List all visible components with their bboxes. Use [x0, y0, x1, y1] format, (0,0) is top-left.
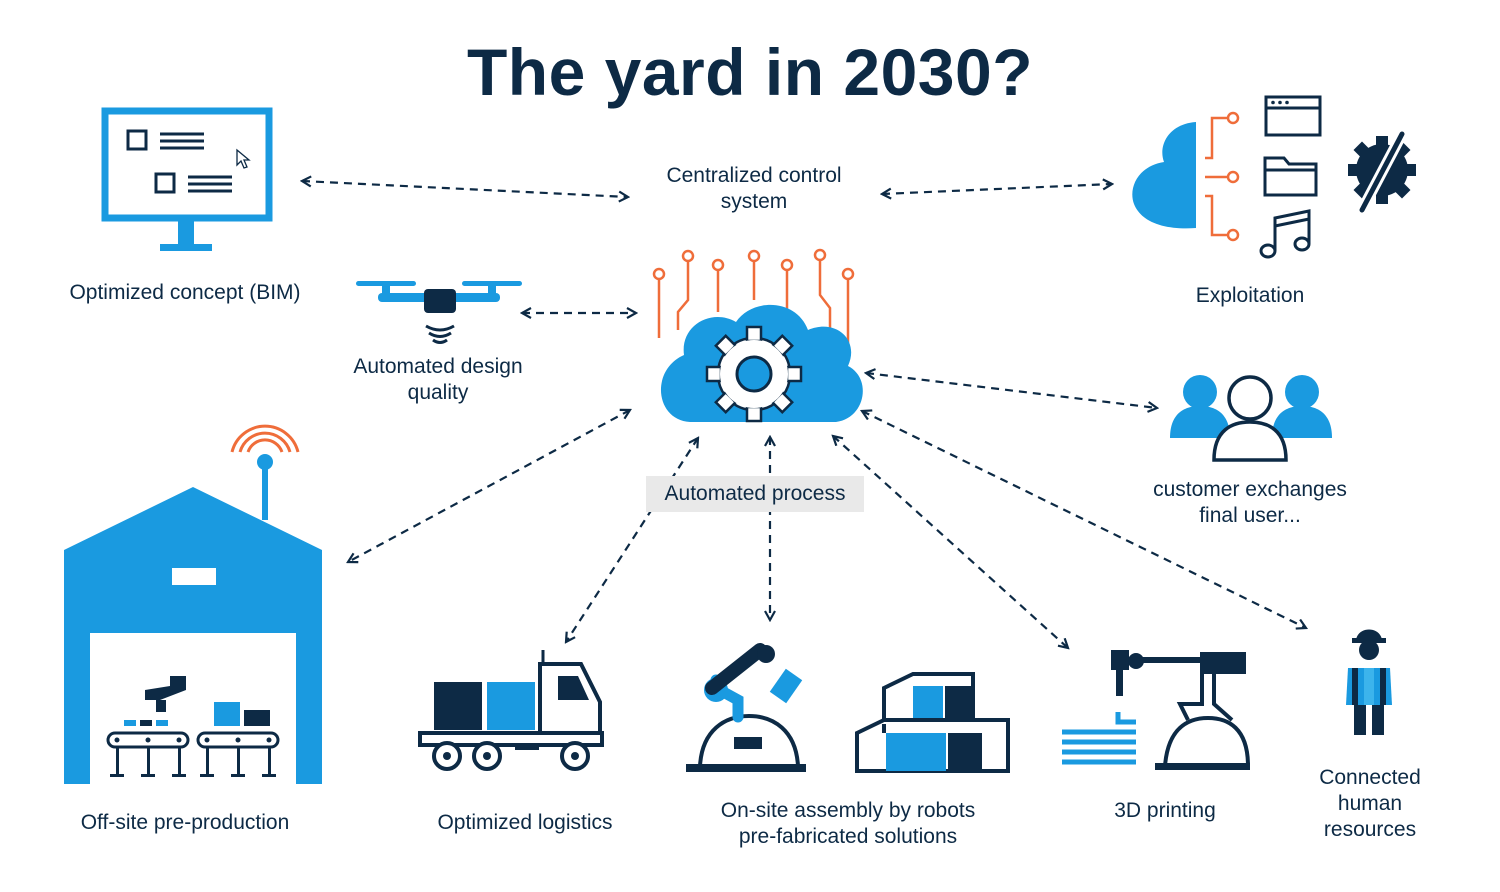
center-label: Automated process [646, 476, 864, 512]
bim-label: Optimized concept (BIM) [69, 281, 301, 304]
connector-center-logistics [566, 438, 698, 642]
assembly-line-2: pre-fabricated solutions [738, 825, 958, 848]
hr-label: Connected human resources [1300, 765, 1440, 843]
hr-line-1: Connected [1319, 766, 1421, 789]
control-line-2: system [720, 190, 788, 213]
folder-icon [1263, 156, 1318, 197]
connector-bim-control [302, 181, 628, 197]
cloud-gear-icon [652, 248, 863, 423]
drone-label: Automated design quality [318, 354, 558, 406]
customer-line-1: customer exchanges [1153, 478, 1347, 501]
connectors [302, 181, 1306, 648]
assembly-line-1: On-site assembly by robots [720, 799, 976, 822]
control-line-1: Centralized control [666, 164, 842, 187]
exploitation-label: Exploitation [1195, 284, 1305, 307]
connector-control-exploitation [882, 184, 1112, 194]
printing-label: 3D printing [1114, 799, 1216, 822]
3d-printer-icon [1062, 650, 1251, 770]
users-icon [1170, 375, 1332, 462]
logistics-label: Optimized logistics [437, 811, 613, 834]
page-title: The yard in 2030? [466, 35, 1034, 109]
customer-line-2: final user... [1199, 504, 1301, 527]
cloud-network-icon [1132, 95, 1416, 259]
factory-icon [64, 424, 322, 784]
connector-center-printing [833, 436, 1068, 648]
hr-line-2: human [1337, 792, 1403, 815]
connector-center-hr [862, 411, 1306, 628]
monitor-icon [101, 107, 273, 251]
prefab-blocks-icon [855, 672, 1010, 773]
drone-line-1: Automated design [353, 355, 523, 378]
music-note-icon [1259, 209, 1311, 259]
drone-icon [356, 281, 522, 344]
hr-line-3: resources [1323, 818, 1417, 841]
customer-label: customer exchanges final user... [1120, 477, 1380, 529]
assembly-label: On-site assembly by robots pre-fabricate… [680, 798, 1016, 850]
worker-icon [1346, 629, 1392, 735]
connector-center-offsite [348, 410, 630, 562]
settings-tools-icon [1348, 128, 1416, 216]
control-system-label: Centralized control system [624, 163, 884, 215]
browser-window-icon [1264, 95, 1322, 137]
drone-line-2: quality [407, 381, 469, 404]
truck-icon [418, 650, 604, 771]
offsite-label: Off-site pre-production [80, 811, 290, 834]
connector-center-customer [866, 373, 1157, 408]
robot-arm-icon [686, 643, 806, 772]
